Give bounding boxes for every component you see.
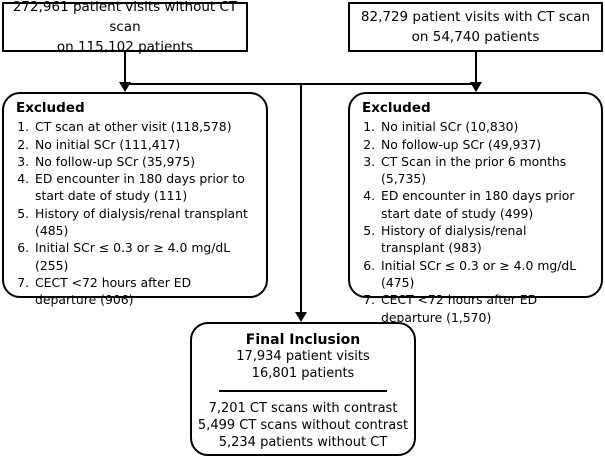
source-without-ct-line1: 272,961 patient visits without CT scan <box>12 0 238 35</box>
source-with-ct-line2: on 54,740 patients <box>411 29 540 45</box>
final-patients: 16,801 patients <box>251 365 355 381</box>
excluded-left-item: No initial SCr (111,417) <box>33 136 256 153</box>
source-with-ct-line1: 82,729 patient visits with CT scan <box>360 9 591 25</box>
excluded-left-item: CECT <72 hours after ED departure (906) <box>33 274 256 309</box>
final-without-ct: 5,234 patients without CT <box>218 434 388 450</box>
excluded-left-item: CT scan at other visit (118,578) <box>33 118 256 135</box>
excluded-box-left: Excluded CT scan at other visit (118,578… <box>2 92 268 307</box>
final-visits: 17,934 patient visits <box>236 348 370 364</box>
source-without-ct-line2: on 115,102 patients <box>56 39 194 55</box>
excluded-right-item: CECT <72 hours after ED departure (1,570… <box>379 291 591 326</box>
final-without-contrast: 5,499 CT scans without contrast <box>197 418 409 434</box>
excluded-right-item: No follow-up SCr (49,937) <box>379 136 591 153</box>
excluded-right-item: History of dialysis/renal transplant (98… <box>379 222 591 257</box>
source-box-with-ct: 82,729 patient visits with CT scan on 54… <box>348 2 603 52</box>
excluded-right-item: No initial SCr (10,830) <box>379 118 591 135</box>
excluded-left-list: CT scan at other visit (118,578) No init… <box>16 118 256 308</box>
final-with-contrast: 7,201 CT scans with contrast <box>208 401 398 417</box>
excluded-left-title: Excluded <box>16 100 85 116</box>
source-box-without-ct: 272,961 patient visits without CT scan o… <box>2 0 248 55</box>
final-inclusion-title: Final Inclusion <box>245 332 361 348</box>
final-divider <box>219 390 387 393</box>
excluded-left-item: History of dialysis/renal transplant (48… <box>33 205 256 240</box>
arrowhead-final <box>295 312 307 322</box>
arrowhead-left-excluded <box>119 82 131 92</box>
excluded-box-right: Excluded No initial SCr (10,830) No foll… <box>348 92 603 325</box>
excluded-left-item: Initial SCr ≤ 0.3 or ≥ 4.0 mg/dL (255) <box>33 239 256 274</box>
excluded-right-title: Excluded <box>362 100 431 116</box>
arrowhead-right-excluded <box>470 82 482 92</box>
excluded-right-item: Initial SCr ≤ 0.3 or ≥ 4.0 mg/dL (475) <box>379 257 591 292</box>
excluded-right-item: ED encounter in 180 days prior start dat… <box>379 187 591 222</box>
excluded-right-list: No initial SCr (10,830) No follow-up SCr… <box>362 118 591 326</box>
excluded-left-item: No follow-up SCr (35,975) <box>33 153 256 170</box>
excluded-left-item: ED encounter in 180 days prior to start … <box>33 170 256 205</box>
excluded-right-item: CT Scan in the prior 6 months (5,735) <box>379 153 591 188</box>
final-inclusion-box: Final Inclusion 17,934 patient visits 16… <box>190 322 416 456</box>
